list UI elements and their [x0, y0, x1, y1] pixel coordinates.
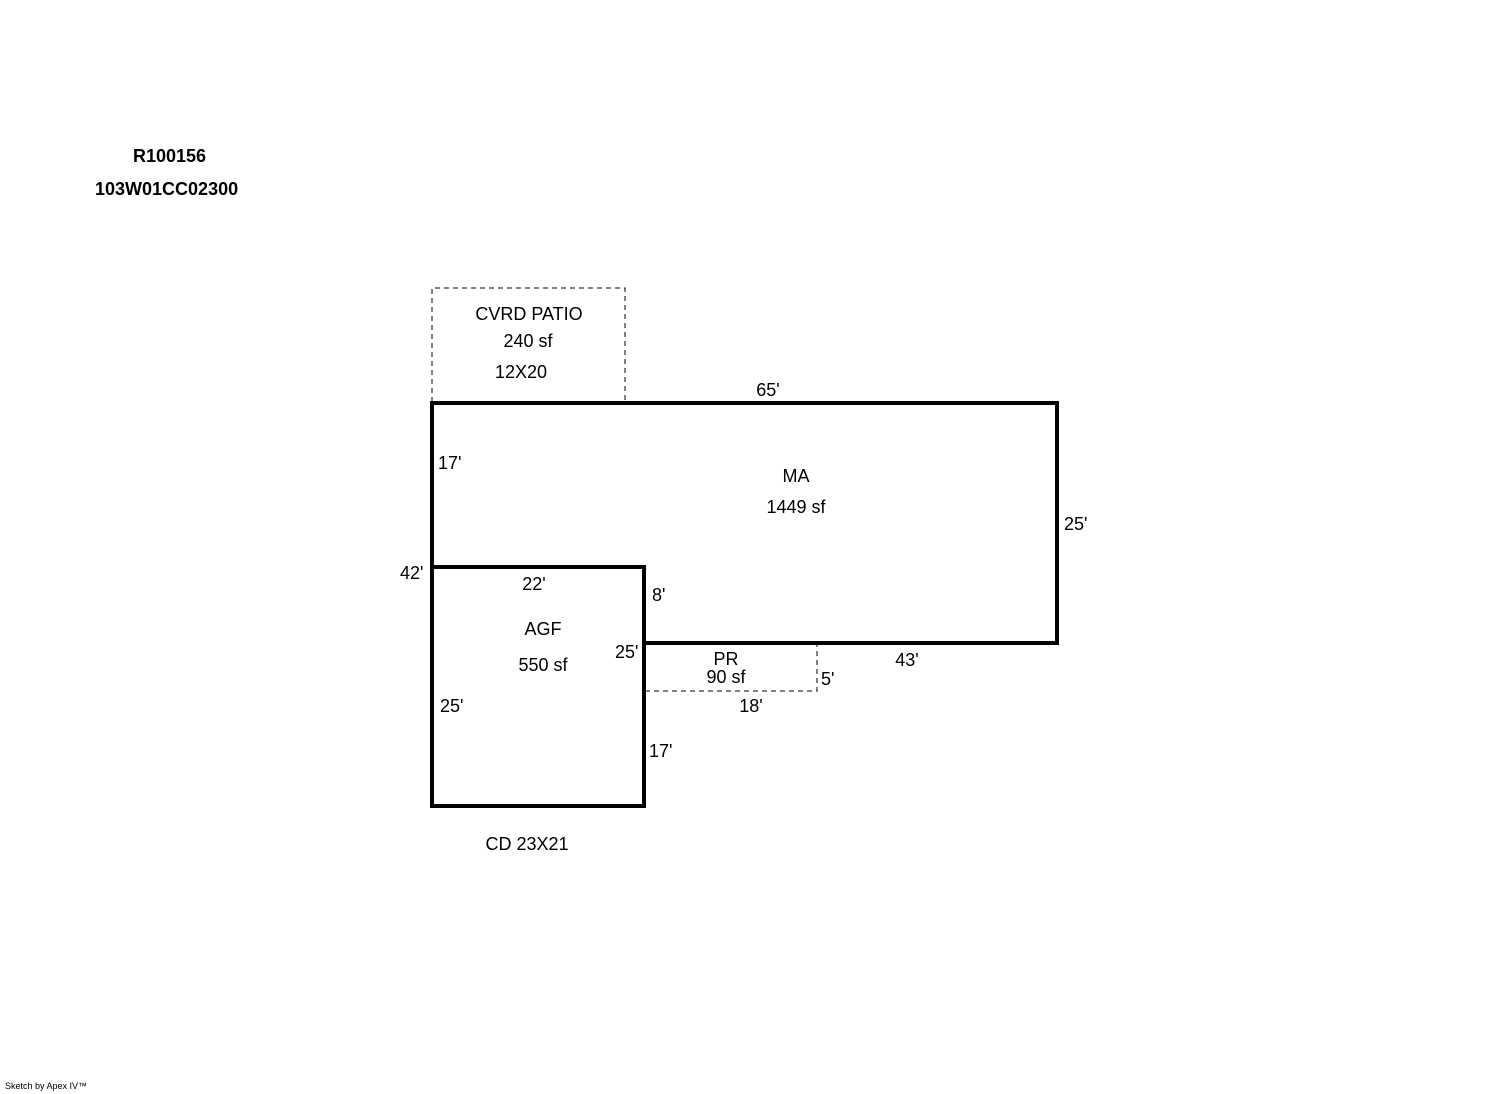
porch-outline — [645, 643, 818, 692]
dim-main-bottom: 43' — [895, 650, 918, 670]
dim-garage-right-lower: 17' — [649, 741, 672, 761]
porch-area: 90 sf — [706, 667, 746, 687]
dim-main-top: 65' — [756, 380, 779, 400]
main-area-label: MA — [783, 466, 810, 486]
dim-main-right: 25' — [1064, 514, 1087, 534]
patio-dims: 12X20 — [495, 362, 547, 382]
patio-area: 240 sf — [503, 331, 553, 351]
main-area-size: 1449 sf — [766, 497, 826, 517]
dim-left-total: 42' — [400, 563, 423, 583]
garage-label: AGF — [524, 619, 561, 639]
dim-porch-right: 5' — [821, 669, 834, 689]
dim-porch-bottom: 18' — [739, 696, 762, 716]
dim-garage-right-upper: 25' — [615, 642, 638, 662]
covered-patio-outline — [431, 287, 626, 402]
garage-outline — [430, 565, 646, 808]
deck-note: CD 23X21 — [485, 834, 568, 854]
main-area-outline — [430, 401, 1059, 645]
dim-garage-left: 25' — [440, 696, 463, 716]
dim-main-left-upper: 17' — [438, 453, 461, 473]
garage-area: 550 sf — [518, 655, 568, 675]
dim-main-step: 8' — [652, 585, 665, 605]
map-tax-lot: 103W01CC02300 — [95, 179, 239, 199]
porch-label: PR — [713, 649, 738, 669]
dim-garage-top: 22' — [522, 574, 545, 594]
sketch-credit: Sketch by Apex IV™ — [5, 1081, 88, 1091]
patio-label: CVRD PATIO — [475, 304, 582, 324]
account-id: R100156 — [133, 146, 207, 166]
